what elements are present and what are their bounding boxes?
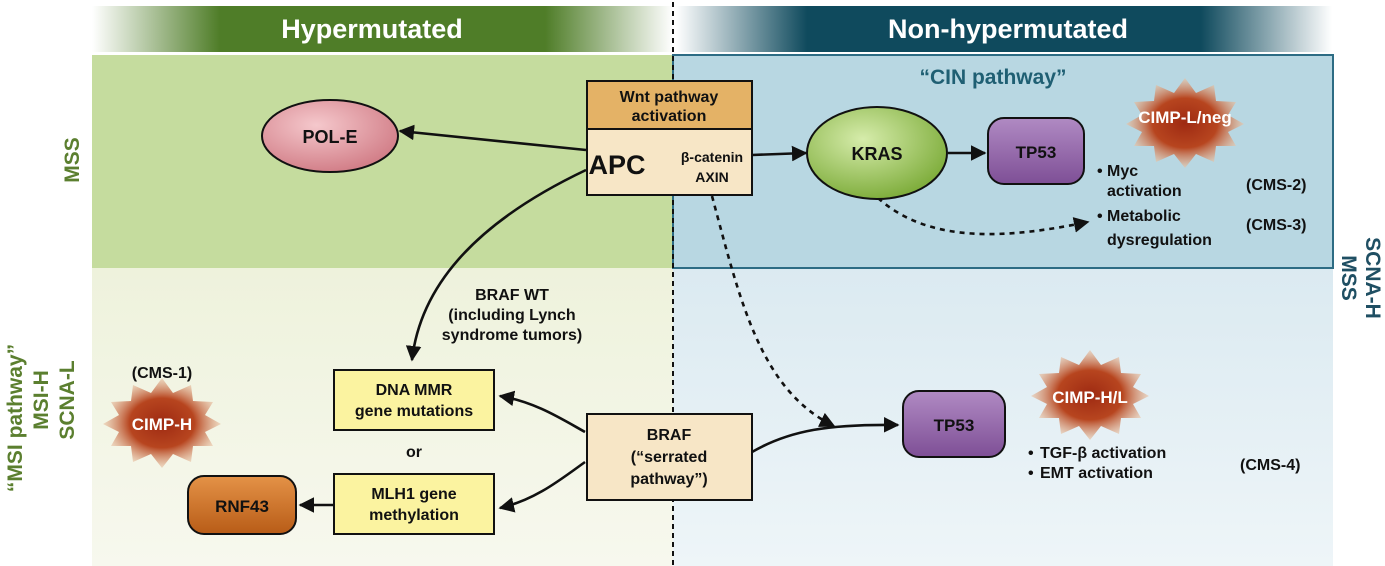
non-hypermutated-header: Non-hypermutated [888,14,1128,44]
arrow-axin-to-braf-tp53 [710,195,836,428]
scna-l-label: SCNA-L [56,360,79,439]
metabolic-line2: dysregulation [1107,232,1212,249]
cin-pathway-label: “CIN pathway” [919,66,1066,89]
beta-catenin-label: β-catenin [681,149,743,165]
cimp-h-burst [103,378,221,468]
bullet-emt: • [1028,465,1034,482]
dna-mmr-box [333,369,495,431]
mlh1-line2: methylation [369,507,459,524]
non-hypermutated-header-bar [676,6,1332,52]
emt-label: EMT activation [1040,465,1153,482]
bullet-metabolic: • [1097,208,1103,225]
or-label: or [406,444,422,461]
cimp-hl-burst [1031,350,1149,440]
mss-left-label: MSS [61,137,84,183]
braf-wt-line1: BRAF WT [475,287,549,304]
arrow-braf-to-mlh1 [498,460,586,513]
wnt-label-line2: activation [632,108,707,125]
kras-label: KRAS [851,144,902,164]
cimp-lneg-burst [1126,78,1244,168]
arrow-apc-to-kras [751,145,808,162]
arrow-braf-to-tp53 [751,416,900,454]
bullet-myc: • [1097,163,1103,180]
mss-hypermutated-region [92,55,673,268]
pol-e-node [261,99,399,173]
tp53-top-label: TP53 [1016,143,1057,162]
hypermutated-header: Hypermutated [281,14,463,44]
arrows [298,124,1090,513]
msi-pathway-label: “MSI pathway” [4,344,27,492]
arrow-braf-to-dna-mmr [498,390,586,434]
braf-line2: (“serrated [631,449,707,466]
cms3-label: (CMS-3) [1246,217,1306,234]
apc-label: APC [588,150,645,180]
dna-mmr-line2: gene mutations [355,403,473,420]
arrow-apc-to-dna-mmr [405,168,587,362]
braf-line3: pathway”) [630,471,707,488]
braf-serrated-box [586,413,753,501]
pol-e-label: POL-E [302,127,357,147]
cms1-label: (CMS-1) [132,365,192,382]
hypermutated-header-bar [92,6,673,52]
dna-mmr-line1: DNA MMR [376,382,453,399]
cms2-label: (CMS-2) [1246,177,1306,194]
braf-wt-line3: syndrome tumors) [442,327,582,344]
cimp-lneg-label: CIMP-L/neg [1138,108,1232,127]
metabolic-line1: Metabolic [1107,208,1181,225]
msi-h-label: MSI-H [30,370,53,430]
scna-h-label: SCNA-H [1361,237,1384,319]
cms4-label: (CMS-4) [1240,457,1300,474]
arrow-apc-to-pole [398,124,587,152]
rnf43-label: RNF43 [215,497,269,516]
myc-line2: activation [1107,183,1182,200]
rnf43-node [187,475,297,535]
myc-line1: Myc [1107,163,1138,180]
kras-node [806,106,948,200]
tgf-beta-label: TGF-β activation [1040,445,1166,462]
braf-wt-line2: (including Lynch [448,307,575,324]
bullet-tgf: • [1028,445,1034,462]
tp53-bottom-node [902,390,1006,458]
tp53-bottom-label: TP53 [934,416,975,435]
cimp-h-label: CIMP-H [132,415,192,434]
arrow-kras-to-metabolic [877,197,1090,236]
wnt-activation-box [586,80,753,130]
mlh1-line1: MLH1 gene [371,486,456,503]
axin-label: AXIN [695,169,728,185]
wnt-label-line1: Wnt pathway [620,89,719,106]
mlh1-box [333,473,495,535]
tp53-top-node [987,117,1085,185]
apc-box [586,128,753,196]
braf-line1: BRAF [647,427,692,444]
mss-right-label: MSS [1337,255,1360,301]
cimp-hl-label: CIMP-H/L [1052,388,1128,407]
